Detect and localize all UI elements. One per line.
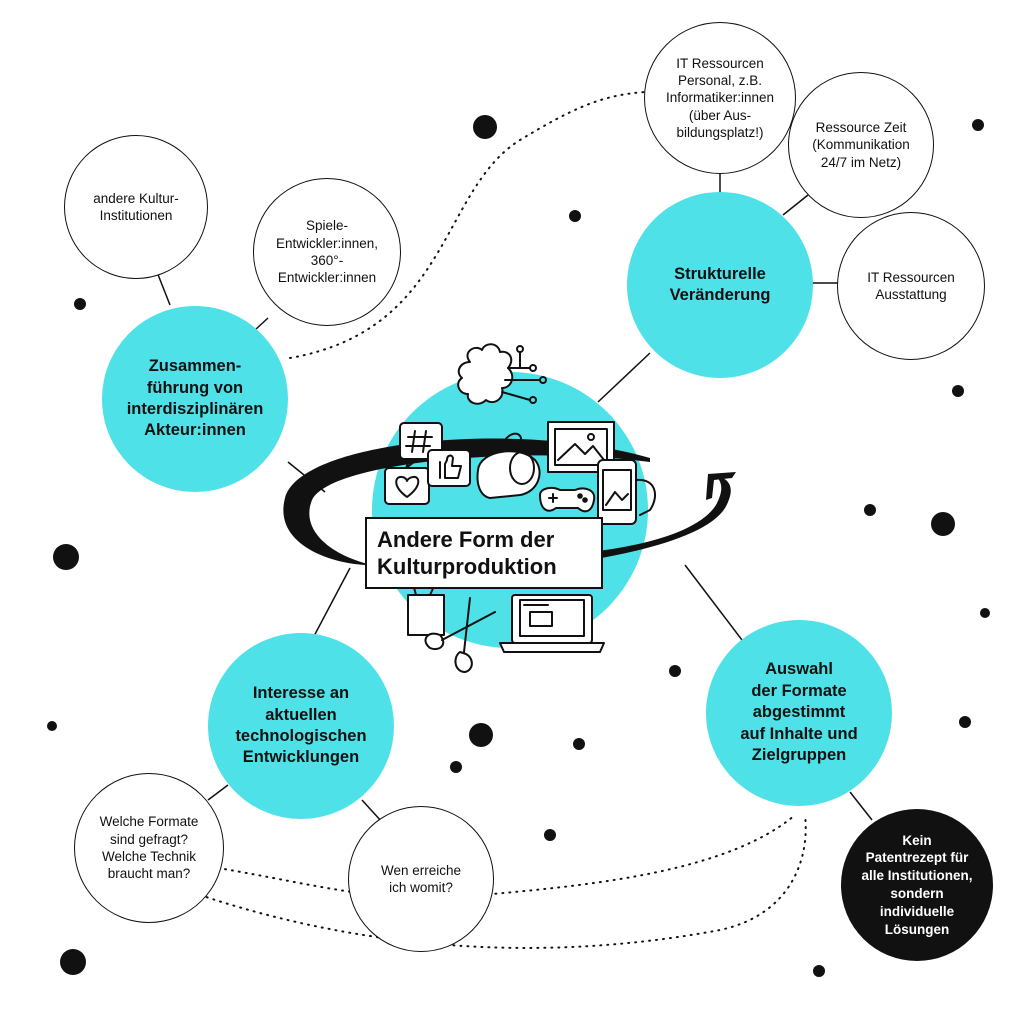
thumbs-up-bubble-icon — [427, 449, 471, 487]
hub-strukturelle-label: Strukturelle Veränderung — [669, 264, 771, 304]
leaf-kultur-institutionen: andere Kultur- Institutionen — [64, 135, 208, 279]
icon-cluster — [384, 343, 656, 673]
vr-headset-icon — [476, 432, 541, 499]
leaf-wen-erreiche-label: Wen erreiche ich womit? — [380, 862, 462, 895]
orbit-front-swoosh — [590, 476, 731, 560]
leaf-welche-formate: Welche Formate sind gefragt? Welche Tech… — [74, 773, 224, 923]
leaf-it-ausstattung-label: IT Ressourcen Ausstattung — [867, 269, 955, 302]
decorative-dots — [47, 115, 990, 977]
leaf-patentrezept-label: Kein Patentrezept für alle Institutionen… — [861, 832, 973, 937]
leaf-spiele-entwickler: Spiele- Entwickler:innen, 360°- Entwickl… — [253, 178, 401, 326]
leaf-ressource-zeit-label: Ressource Zeit (Kommunikation 24/7 im Ne… — [812, 120, 910, 170]
hub-auswahl-formate: Auswahl der Formate abgestimmt auf Inhal… — [706, 620, 892, 806]
hub-akteure-label: Zusammen- führung von interdisziplinären… — [126, 357, 264, 440]
smartphone-photo-icon — [597, 459, 656, 525]
hub-interesse-label: Interesse an aktuellen technologischen E… — [235, 684, 367, 767]
dotted-connectors — [199, 91, 807, 949]
leaf-wen-erreiche: Wen erreiche ich womit? — [348, 806, 494, 952]
leaf-it-ausstattung: IT Ressourcen Ausstattung — [837, 212, 985, 360]
leaf-it-personal: IT Ressourcen Personal, z.B. Informatike… — [644, 22, 796, 174]
leaf-spiele-entwickler-label: Spiele- Entwickler:innen, 360°- Entwickl… — [275, 218, 379, 286]
game-controller-icon — [539, 486, 596, 513]
orbit-swoosh — [283, 438, 650, 566]
scissors-icon — [424, 597, 496, 673]
connector-lines — [156, 164, 873, 823]
leaf-patentrezept: Kein Patentrezept für alle Institutionen… — [841, 809, 993, 961]
leaf-it-personal-label: IT Ressourcen Personal, z.B. Informatike… — [665, 55, 775, 140]
hub-auswahl-label: Auswahl der Formate abgestimmt auf Inhal… — [740, 660, 858, 765]
leaf-kultur-institutionen-label: andere Kultur- Institutionen — [93, 190, 179, 223]
heart-bubble-icon — [384, 467, 430, 505]
hub-interesse: Interesse an aktuellen technologischen E… — [208, 633, 394, 819]
leaf-ressource-zeit: Ressource Zeit (Kommunikation 24/7 im Ne… — [788, 72, 934, 218]
center-label-text: Andere Form der Kulturproduktion — [377, 526, 557, 580]
hub-akteure: Zusammen- führung von interdisziplinären… — [102, 306, 288, 492]
brain-circuit-icon — [457, 343, 547, 405]
laptop-icon — [499, 594, 605, 653]
leaf-welche-formate-label: Welche Formate sind gefragt? Welche Tech… — [99, 814, 199, 882]
arrowhead-icon — [706, 472, 736, 500]
hub-strukturelle-veraenderung: Strukturelle Veränderung — [627, 192, 813, 378]
center-label: Andere Form der Kulturproduktion — [365, 517, 603, 589]
